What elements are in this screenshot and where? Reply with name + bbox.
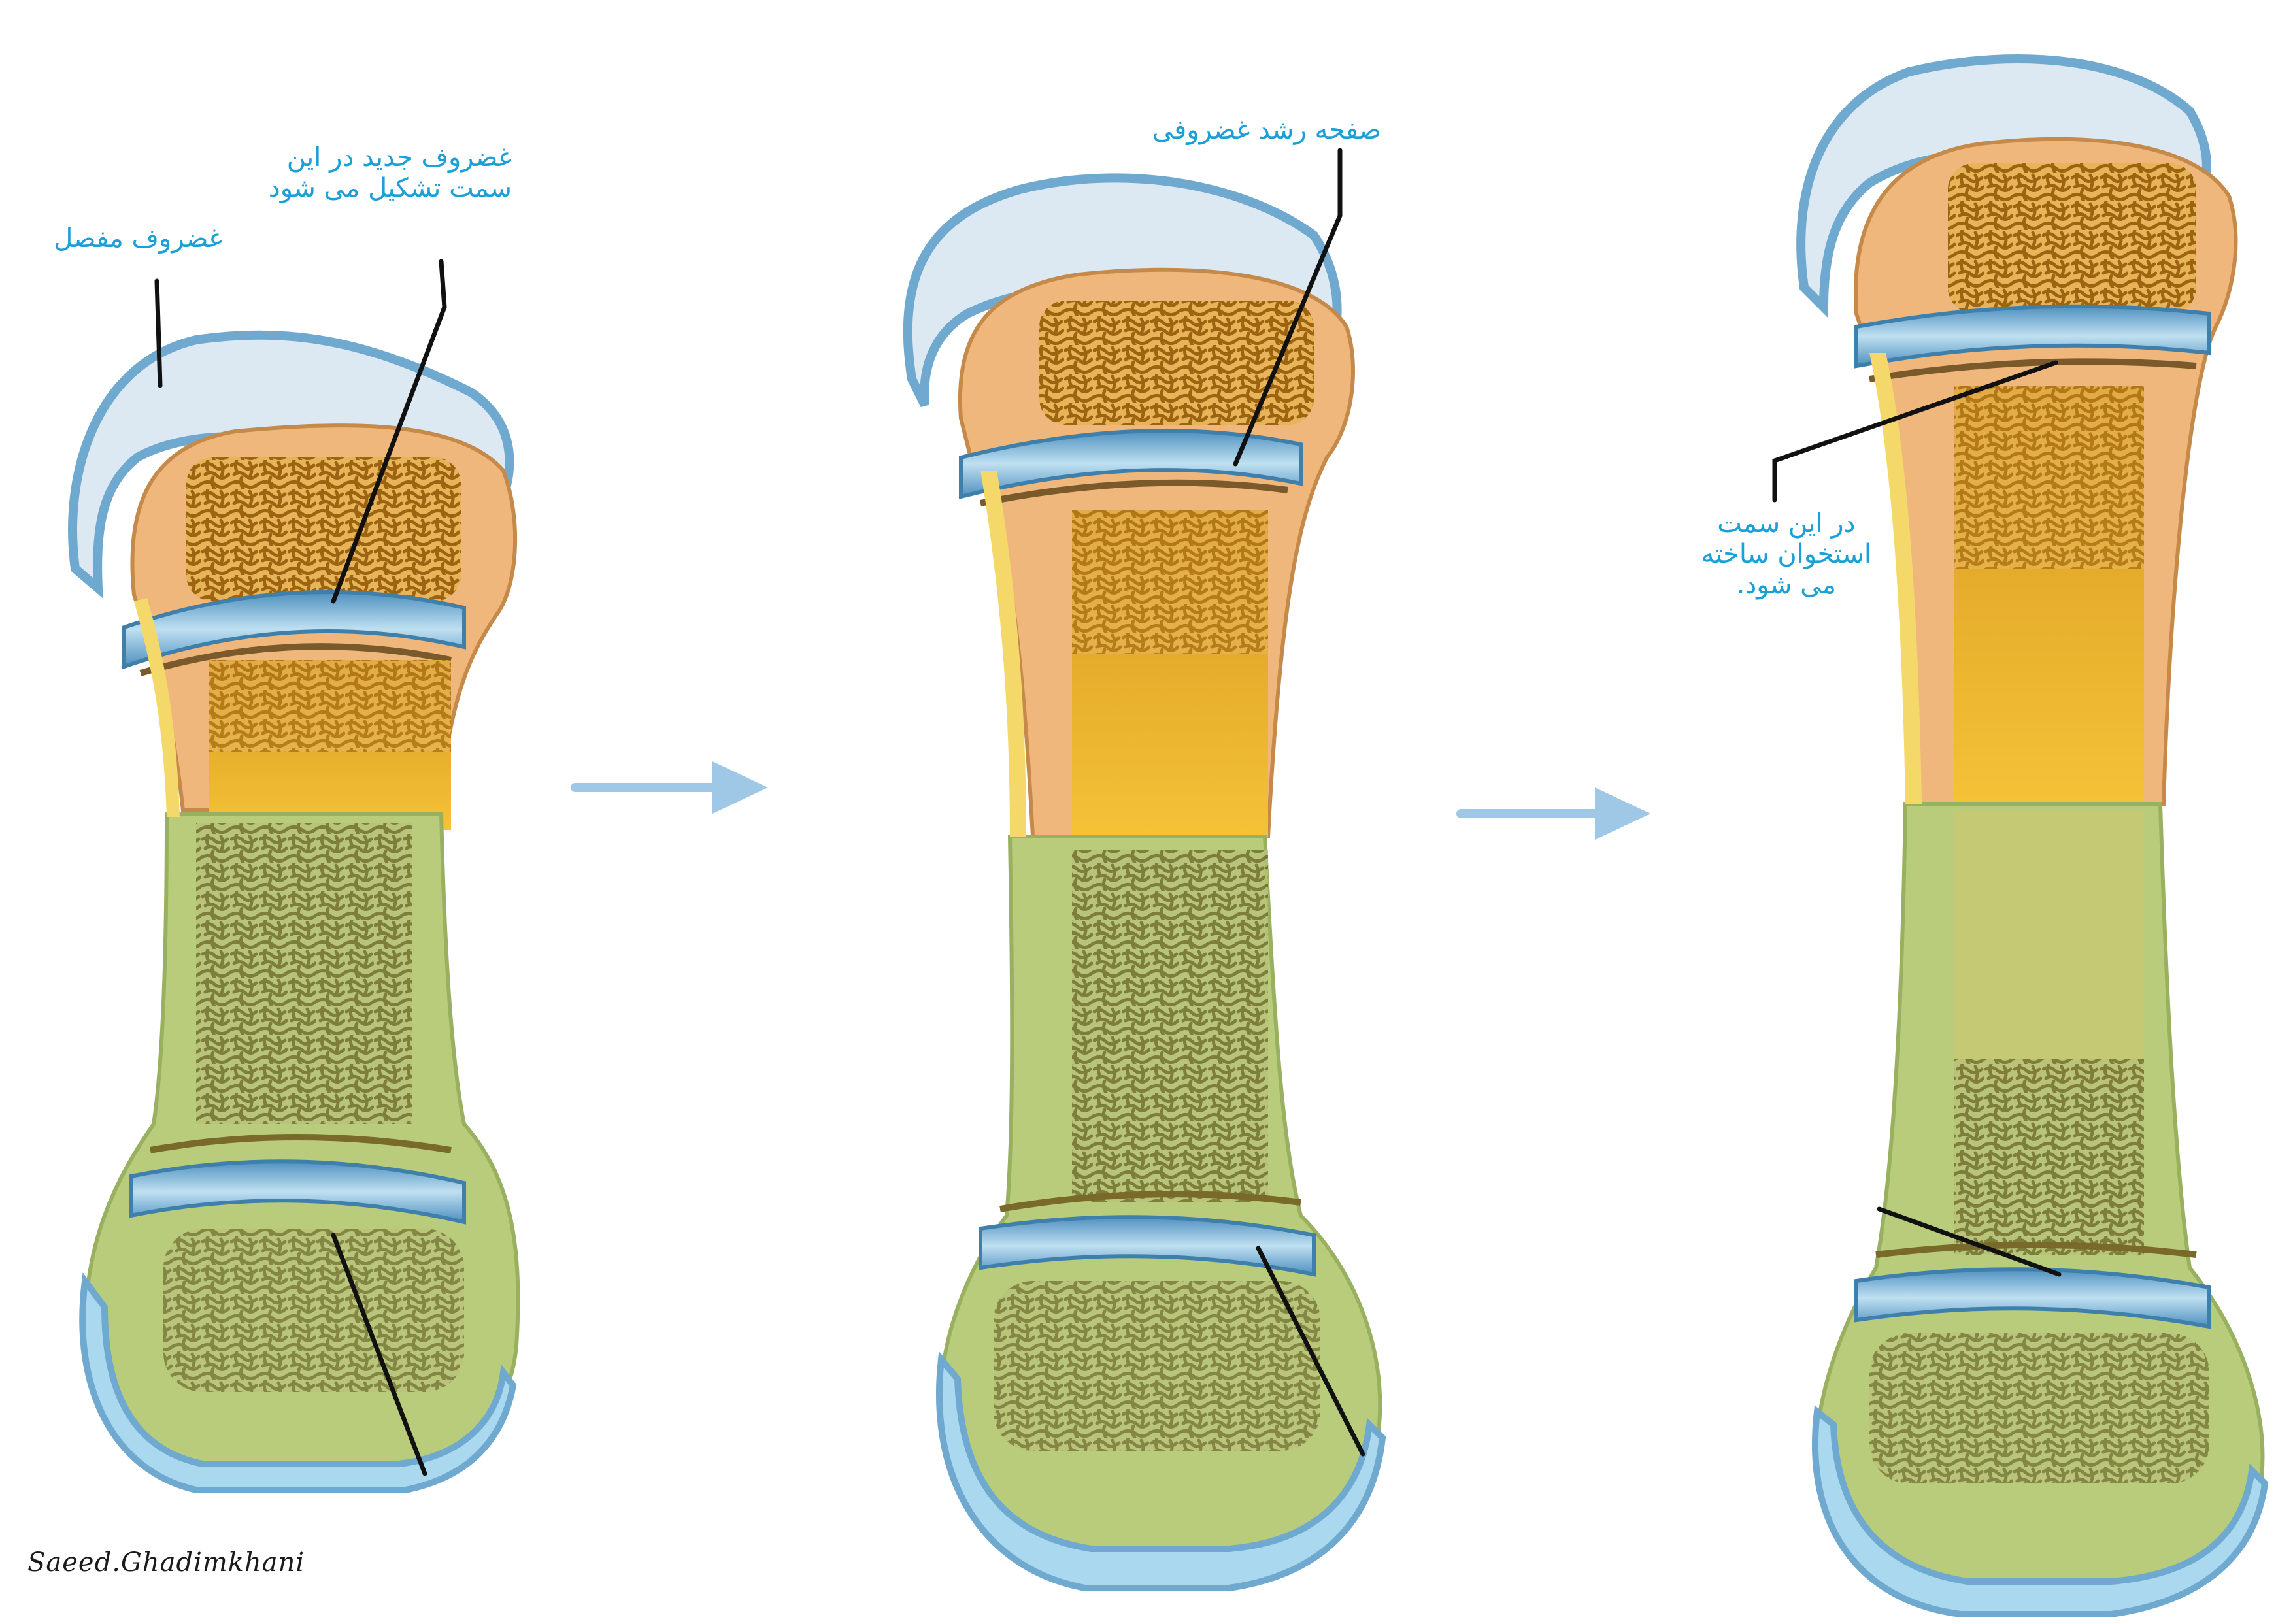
label-articular-cartilage-text: غضروف مفصل [54,224,222,254]
author-signature: Saeed.Ghadimkhani [27,1548,305,1578]
growth-plate-upper-2 [959,429,1303,499]
label-new-cartilage-line1: غضروف جدید در این [286,142,512,173]
leader-line-bone-formed [1772,360,2058,503]
process-arrow-2 [1456,787,1650,840]
growth-plate-upper-3 [1854,304,2211,369]
spongy-bone-top-1 [186,457,461,601]
leader-line-growth-plate [1233,148,1343,467]
spongy-bone-top-2 [1039,301,1314,425]
articular-cartilage-cap-3 [1796,54,2211,318]
spongy-bone-top-3 [1948,163,2196,314]
label-new-cartilage-line2: سمت تشکیل می شود [268,173,512,204]
label-articular-cartilage: غضروف مفصل [54,224,222,254]
label-bone-formed: در این سمت استخوان ساخته می شود. [1701,508,1871,601]
leader-line-bone3-lower-plate [1877,1206,2062,1277]
bottom-cartilage-cap-2 [936,1351,1386,1591]
bone-stage-3 [1796,54,2269,1617]
label-growth-plate-text: صفحه رشد غضروفی [1152,115,1381,145]
articular-cartilage-cap-2 [903,173,1342,408]
bottom-cartilage-cap-1 [79,1272,517,1493]
leader-line-new-cartilage [331,259,447,604]
label-bone-formed-line2: استخوان ساخته [1701,539,1871,570]
leader-line-bone1-lower-plate [331,1233,427,1476]
label-bone-formed-line3: می شود. [1736,570,1836,601]
bone-stage-2 [903,173,1386,1591]
label-new-cartilage: غضروف جدید در این سمت تشکیل می شود [269,142,512,204]
label-bone-formed-line1: در این سمت [1717,508,1856,539]
growth-plate-lower-1 [129,1159,466,1225]
growth-plate-lower-3 [1854,1267,2211,1329]
growth-plate-upper-1 [122,590,466,670]
leader-line-articular-cartilage [154,278,163,388]
label-growth-plate: صفحه رشد غضروفی [1152,115,1381,146]
bone-stage-1 [68,330,520,1493]
bottom-cartilage-cap-3 [1812,1405,2269,1617]
leader-line-bone2-lower-plate [1256,1246,1365,1457]
articular-cartilage-cap-1 [68,330,514,599]
process-arrow-1 [571,761,768,814]
growth-plate-lower-2 [979,1215,1316,1277]
